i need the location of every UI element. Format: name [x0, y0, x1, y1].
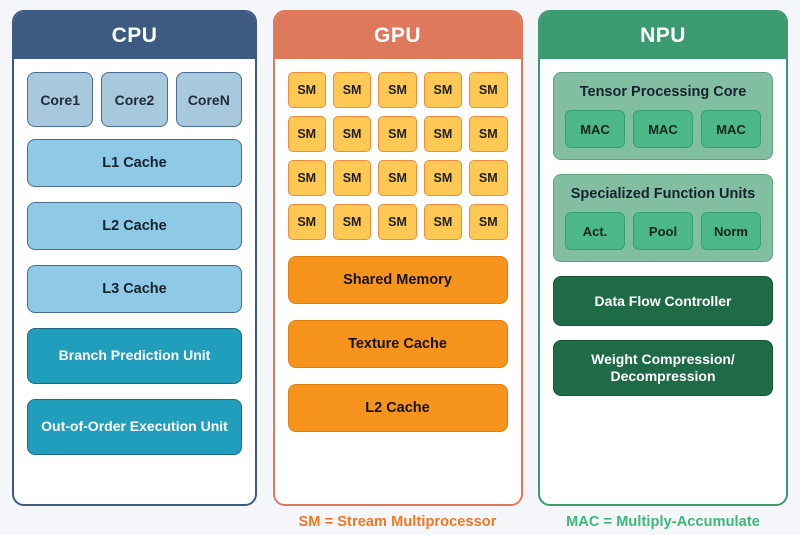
- gpu-column: GPU SM SM SM SM SM SM SM SM SM SM SM SM …: [272, 10, 523, 530]
- cpu-cache-box: L2 Cache: [27, 202, 242, 250]
- npu-tensor-processing-core-group: Tensor Processing Core MAC MAC MAC: [553, 72, 773, 161]
- gpu-sm-box: SM: [332, 160, 372, 196]
- npu-data-flow-controller: Data Flow Controller: [553, 276, 773, 327]
- npu-pool-unit: Pool: [633, 212, 693, 251]
- npu-group-title: Tensor Processing Core: [579, 84, 747, 100]
- gpu-sm-box: SM: [378, 160, 417, 196]
- gpu-sm-box: SM: [469, 116, 508, 152]
- gpu-body-spacer: [288, 448, 508, 494]
- npu-activation-unit: Act.: [565, 212, 625, 251]
- gpu-sm-box: SM: [332, 116, 372, 152]
- npu-weight-compression-decompression: Weight Compression/ Decompression: [553, 340, 773, 397]
- gpu-sm-box: SM: [469, 204, 508, 240]
- cpu-core-row: Core1 Core2 CoreN: [27, 72, 242, 127]
- npu-group-title: Specialized Function Units: [570, 186, 756, 203]
- npu-specialized-function-units-group: Specialized Function Units Act. Pool Nor…: [553, 174, 773, 263]
- cpu-core-box: CoreN: [175, 72, 242, 127]
- gpu-sm-box: SM: [378, 72, 417, 108]
- cpu-out-of-order-execution-unit: Out-of-Order Execution Unit: [27, 399, 242, 455]
- gpu-sm-box: SM: [287, 116, 326, 152]
- gpu-panel: GPU SM SM SM SM SM SM SM SM SM SM SM SM …: [272, 10, 523, 506]
- gpu-sm-box: SM: [423, 204, 463, 240]
- gpu-sm-box: SM: [423, 116, 463, 152]
- npu-mac-box: MAC: [633, 110, 693, 149]
- cpu-body-spacer: [27, 470, 242, 494]
- gpu-sm-box: SM: [287, 72, 326, 108]
- npu-mac-box: MAC: [701, 110, 761, 149]
- cpu-core-box: Core2: [101, 72, 168, 127]
- gpu-panel-body: SM SM SM SM SM SM SM SM SM SM SM SM SM S…: [275, 59, 521, 504]
- npu-panel-title: NPU: [540, 12, 786, 59]
- gpu-shared-memory: Shared Memory: [287, 256, 508, 304]
- gpu-sm-box: SM: [423, 160, 463, 196]
- cpu-panel-body: Core1 Core2 CoreN L1 Cache L2 Cache L3 C…: [14, 59, 255, 504]
- cpu-branch-prediction-unit: Branch Prediction Unit: [27, 328, 242, 384]
- npu-panel-body: Tensor Processing Core MAC MAC MAC Speci…: [540, 59, 786, 504]
- cpu-panel-title: CPU: [14, 12, 255, 59]
- gpu-caption: SM = Stream Multiprocessor: [298, 514, 497, 530]
- gpu-sm-box: SM: [332, 204, 372, 240]
- gpu-sm-box: SM: [378, 116, 417, 152]
- cpu-column: CPU Core1 Core2 CoreN L1 Cache L2 Cache …: [12, 10, 257, 506]
- gpu-sm-box: SM: [423, 72, 463, 108]
- npu-norm-unit: Norm: [701, 212, 761, 251]
- npu-mac-row: MAC MAC MAC: [565, 110, 761, 149]
- gpu-l2-cache: L2 Cache: [287, 384, 508, 432]
- cpu-cache-box: L3 Cache: [27, 265, 242, 313]
- npu-panel: NPU Tensor Processing Core MAC MAC MAC S…: [538, 10, 788, 506]
- gpu-sm-box: SM: [287, 204, 326, 240]
- cpu-panel: CPU Core1 Core2 CoreN L1 Cache L2 Cache …: [12, 10, 257, 506]
- npu-body-spacer: [553, 410, 773, 494]
- gpu-sm-box: SM: [469, 160, 508, 196]
- gpu-sm-box: SM: [332, 72, 372, 108]
- gpu-texture-cache: Texture Cache: [287, 320, 508, 368]
- npu-caption: MAC = Multiply-Accumulate: [566, 514, 760, 530]
- gpu-sm-box: SM: [378, 204, 417, 240]
- cpu-cache-box: L1 Cache: [27, 139, 242, 187]
- gpu-sm-box: SM: [469, 72, 508, 108]
- npu-mac-box: MAC: [565, 110, 625, 149]
- cpu-core-box: Core1: [27, 72, 94, 127]
- npu-column: NPU Tensor Processing Core MAC MAC MAC S…: [538, 10, 788, 530]
- gpu-panel-title: GPU: [274, 12, 521, 59]
- gpu-sm-box: SM: [287, 160, 326, 196]
- gpu-sm-grid: SM SM SM SM SM SM SM SM SM SM SM SM SM S…: [287, 72, 508, 240]
- npu-function-unit-row: Act. Pool Norm: [565, 212, 761, 251]
